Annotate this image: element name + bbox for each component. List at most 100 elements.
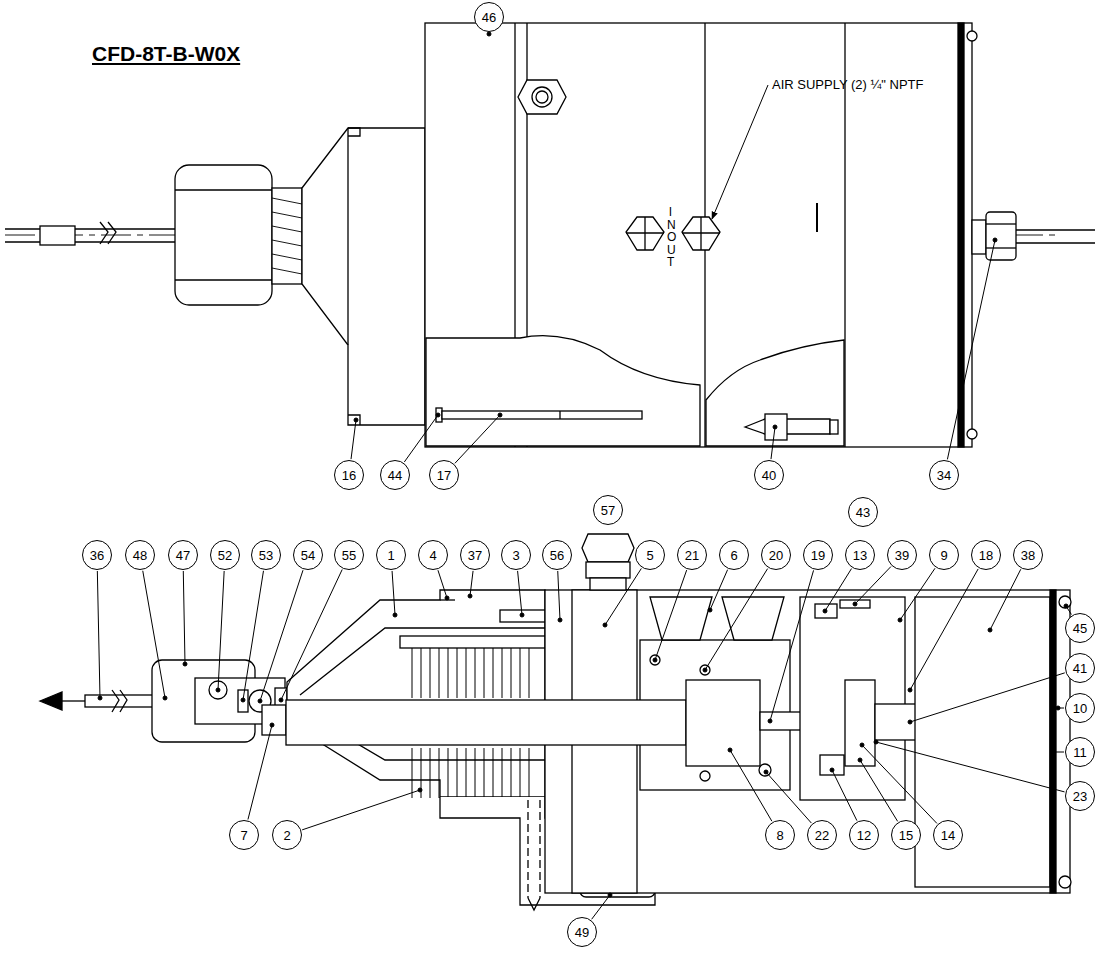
- callout-number: 49: [567, 917, 597, 947]
- callout-number: 40: [754, 460, 784, 490]
- leader-line: [470, 571, 473, 596]
- callout-number: 19: [803, 540, 833, 570]
- leader-dot: [858, 758, 862, 762]
- callout-number: 15: [891, 820, 921, 850]
- leader-dot: [393, 613, 397, 617]
- callout-number: 11: [1065, 737, 1095, 767]
- leader-dot: [773, 425, 777, 429]
- leader-line: [862, 745, 937, 823]
- leader-line: [712, 85, 768, 219]
- leader-line: [351, 420, 356, 459]
- leader-line: [832, 770, 857, 821]
- leader-dot: [270, 723, 274, 727]
- leader-dot: [898, 618, 902, 622]
- leader-line: [730, 750, 772, 821]
- leader-dot: [445, 596, 449, 600]
- callout-number: 21: [677, 540, 707, 570]
- leader-line: [766, 772, 811, 823]
- leader-line: [143, 571, 165, 698]
- leader-dot: [653, 658, 657, 662]
- callout-number: 6: [719, 540, 749, 570]
- callout-number: 38: [1013, 540, 1043, 570]
- leader-dot: [908, 688, 912, 692]
- leader-dot: [764, 770, 768, 774]
- leader-line: [947, 240, 995, 459]
- callout-number: 39: [887, 540, 917, 570]
- leader-line: [404, 415, 438, 462]
- callout-number: 48: [125, 540, 155, 570]
- callout-number: 3: [501, 540, 531, 570]
- leader-dot: [558, 618, 562, 622]
- callout-number: 57: [593, 495, 623, 525]
- leader-line: [860, 760, 898, 821]
- leader-line: [518, 571, 522, 615]
- leader-line: [248, 725, 272, 819]
- callout-number: 4: [418, 540, 448, 570]
- callout-number: 37: [460, 540, 490, 570]
- callout-number: 34: [929, 460, 959, 490]
- leader-dot: [768, 719, 772, 723]
- leader-line: [260, 570, 303, 701]
- callout-number: 20: [761, 540, 791, 570]
- callout-number: 18: [971, 540, 1001, 570]
- leader-dot: [988, 628, 992, 632]
- top-view: [5, 11, 1095, 447]
- leader-dot: [183, 662, 187, 666]
- leader-line: [558, 571, 560, 620]
- callout-number: 5: [635, 540, 665, 570]
- leader-line: [710, 570, 728, 610]
- leader-line: [900, 568, 935, 620]
- leader-dot: [98, 696, 102, 700]
- callout-number: 16: [334, 460, 364, 490]
- leader-line: [770, 570, 814, 721]
- leader-dot: [1064, 604, 1068, 608]
- callout-number: 2: [272, 820, 302, 850]
- leader-line: [592, 895, 610, 919]
- leader-line: [281, 569, 342, 700]
- callout-number: 52: [210, 540, 240, 570]
- callout-number: 46: [474, 2, 504, 32]
- leader-dot: [874, 740, 878, 744]
- leader-dot: [603, 623, 607, 627]
- callout-number: 12: [849, 820, 879, 850]
- leader-dot: [823, 609, 827, 613]
- leader-line: [705, 569, 768, 670]
- leader-dot: [418, 788, 422, 792]
- leader-dot: [468, 594, 472, 598]
- leader-dot: [216, 688, 220, 692]
- leader-line: [392, 571, 395, 615]
- callout-number: 14: [933, 820, 963, 850]
- callout-number: 53: [251, 540, 281, 570]
- leader-dot: [498, 413, 502, 417]
- leader-dot: [279, 698, 283, 702]
- leader-line: [876, 742, 1065, 792]
- leader-dot: [708, 608, 712, 612]
- callout-number: 55: [334, 540, 364, 570]
- leader-dot: [993, 238, 997, 242]
- leader-line: [302, 790, 420, 830]
- callout-number: 1: [376, 540, 406, 570]
- leader-dot: [908, 720, 912, 724]
- leader-dot: [354, 418, 358, 422]
- leader-dot: [1056, 706, 1060, 710]
- leader-line: [655, 570, 687, 660]
- callout-number: 36: [82, 540, 112, 570]
- leader-dot: [703, 668, 707, 672]
- leader-lines: [97, 32, 1071, 919]
- leader-line: [910, 569, 978, 690]
- leader-dot: [728, 748, 732, 752]
- leader-line: [218, 571, 224, 690]
- callout-number: 10: [1065, 693, 1095, 723]
- leader-line: [243, 571, 263, 700]
- section-view: [40, 534, 1071, 910]
- leader-line: [825, 569, 852, 611]
- leader-line: [183, 571, 185, 664]
- callout-number: 17: [429, 460, 459, 490]
- note-label: AIR SUPPLY (2) ¼" NPTF: [772, 77, 924, 92]
- leader-dot: [520, 613, 524, 617]
- leader-line: [97, 571, 100, 698]
- leader-line: [605, 568, 641, 625]
- callout-number: 47: [168, 540, 198, 570]
- leader-line: [910, 673, 1065, 722]
